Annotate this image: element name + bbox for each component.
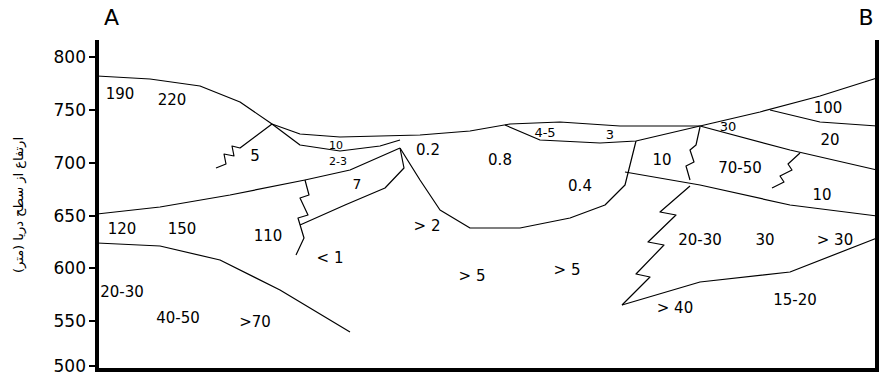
axis-tick-label: 650 [54,208,86,225]
axis-tick [89,109,97,111]
axis-tick [89,320,97,322]
resistivity-value: 0.8 [488,153,512,168]
axis-tick [89,215,97,217]
resistivity-value: 10 [329,140,343,151]
resistivity-value: 30 [755,233,774,248]
resistivity-value: > 5 [459,269,486,284]
resistivity-value: 10 [812,188,831,203]
resistivity-value: > 5 [554,263,581,278]
resistivity-value: 20 [820,133,839,148]
resistivity-value: 220 [158,93,187,108]
resistivity-value: 120 [108,222,137,237]
resistivity-value: 10 [652,153,671,168]
resistivity-value: 5 [250,149,260,164]
resistivity-value: > 40 [657,301,693,316]
resistivity-value: 100 [814,101,843,116]
layer-boundary [97,243,350,332]
ground-surface [97,76,877,137]
section-frame [97,40,877,370]
resistivity-value: >70 [239,315,271,330]
resistivity-value: < 1 [317,251,344,266]
resistivity-value: 30 [720,120,737,133]
axis-tick-label: 800 [54,49,86,66]
resistivity-value: > 30 [817,233,853,248]
axis-tick-label: 750 [54,102,86,119]
axis-tick-label: 700 [54,155,86,172]
axis-title: ارتفاع از سطح دریا (متر) [12,137,25,273]
layer-boundary [300,148,404,225]
resistivity-value: 190 [106,87,135,102]
resistivity-value: > 2 [414,219,441,234]
section-end-label: A [104,7,119,29]
layer-boundary [400,141,636,228]
axis-tick [89,267,97,269]
resistivity-value: 3 [606,128,614,141]
resistivity-value: 2-3 [329,156,347,167]
layer-boundary [272,124,400,151]
axis-tick-label: 500 [54,358,86,375]
resistivity-value: 20-30 [678,233,722,248]
resistivity-value: 70-50 [718,161,762,176]
axis-tick [89,365,97,367]
resistivity-value: 20-30 [100,285,144,300]
axis-tick [89,56,97,58]
resistivity-value: 150 [168,222,197,237]
gradational-contact [772,153,800,188]
layer-boundary [97,148,400,214]
resistivity-value: 4-5 [534,126,555,139]
gradational-contact [686,127,700,180]
section-end-label: B [858,7,873,29]
resistivity-value: 0.4 [568,179,592,194]
axis-tick [89,162,97,164]
resistivity-value: 15-20 [773,293,817,308]
resistivity-value: 110 [254,229,283,244]
axis-tick-label: 600 [54,260,86,277]
gradational-contact [296,180,309,255]
resistivity-value: 7 [353,177,362,191]
axis-tick-label: 550 [54,313,86,330]
gradational-contact [216,124,272,168]
layer-boundary [505,125,700,143]
resistivity-value: 40-50 [156,311,200,326]
resistivity-value: 0.2 [416,143,440,158]
